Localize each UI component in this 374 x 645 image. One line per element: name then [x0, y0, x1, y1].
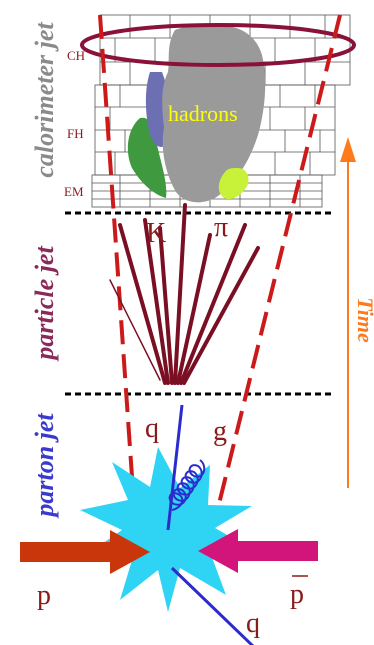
particle-jet-label: particle jet [30, 246, 59, 362]
cone-right-edge [213, 14, 342, 521]
time-label: Time [353, 297, 374, 343]
particle-track [118, 223, 167, 385]
proton-label: p [37, 580, 51, 611]
hadrons-label: hadrons [168, 101, 238, 126]
gluon-label: g [213, 416, 227, 447]
particle-track [173, 203, 187, 385]
jet-ring [80, 23, 356, 67]
green-deposit-blob [127, 117, 167, 198]
fh-label: FH [67, 126, 84, 141]
quark-bottom-label: q [246, 608, 260, 639]
antiproton-beam-arrow [198, 529, 318, 573]
kaon-label: K [146, 218, 166, 249]
ch-label: CH [67, 48, 85, 63]
pion-label: π [214, 212, 228, 243]
particle-track [176, 233, 212, 385]
gluon-curly-line [168, 459, 206, 511]
time-arrow [340, 137, 356, 488]
antiproton-label: p [290, 579, 304, 610]
em-label: EM [64, 184, 84, 199]
parton-lines [166, 404, 255, 645]
particle-track [109, 279, 161, 381]
particle-tracks [109, 203, 260, 385]
particle-track [179, 223, 247, 385]
parton-jet-label: parton jet [30, 413, 59, 519]
hadron-deposit-blob [162, 25, 266, 203]
collision-star [80, 447, 252, 612]
particle-track [182, 246, 260, 385]
cone-left-edge [98, 14, 137, 521]
proton-beam-arrow [20, 530, 150, 574]
particle-track [143, 218, 170, 385]
quark-top-label: q [145, 413, 159, 444]
level-separators [65, 211, 335, 396]
quark-line-bottom [170, 566, 255, 645]
particle-track [158, 226, 174, 385]
jet-cone [98, 14, 342, 521]
calorimeter-jet-label: calorimeter jet [30, 22, 59, 178]
quark-line-top [166, 404, 184, 531]
lime-deposit-blob [218, 168, 249, 200]
